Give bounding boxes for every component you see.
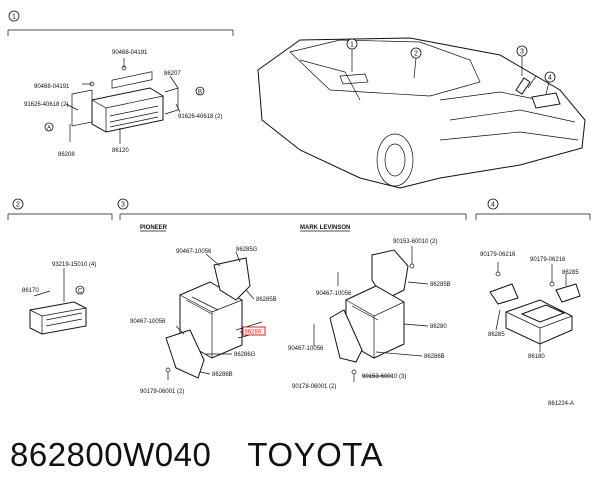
highlighted-part-86280	[242, 326, 266, 336]
svg-text:90468-04191: 90468-04191	[112, 50, 148, 56]
svg-text:86280: 86280	[245, 330, 262, 336]
svg-text:90468-04191: 90468-04191	[34, 84, 70, 90]
svg-text:86207: 86207	[164, 71, 181, 77]
svg-text:93219-15010 (4): 93219-15010 (4)	[52, 262, 96, 268]
head-unit-drawing	[71, 65, 179, 133]
svg-text:86285B: 86285B	[430, 282, 451, 288]
svg-text:3: 3	[520, 49, 524, 56]
svg-text:86286B: 86286B	[212, 372, 233, 378]
svg-text:2: 2	[16, 202, 20, 209]
svg-text:90178-06001 (2): 90178-06001 (2)	[292, 384, 336, 390]
svg-text:86120: 86120	[112, 148, 129, 154]
svg-text:90153-60010 (2): 90153-60010 (2)	[393, 239, 437, 245]
section-4-leaders	[495, 262, 567, 352]
section-1-leaders	[65, 58, 181, 144]
svg-text:86170: 86170	[22, 288, 39, 294]
navigation-ecu	[489, 283, 581, 345]
section-1-labels: 90468-04191 90468-04191 86207 91626-4061…	[24, 50, 222, 158]
levinson-labels: 90153-60010 (2) 86285B 90467-10056 86280…	[288, 239, 451, 390]
svg-text:4: 4	[491, 202, 495, 209]
svg-text:86285G: 86285G	[236, 247, 258, 253]
car-callouts: 1 2 3 4	[346, 38, 556, 95]
section-2-header: 2	[7, 198, 113, 220]
rear-display-unit	[29, 268, 87, 335]
pioneer-leaders	[165, 251, 255, 380]
svg-text:90467-10056: 90467-10056	[176, 249, 212, 255]
section-4-labels: 90179-06216 90179-06216 86285 86285 8618…	[480, 252, 579, 360]
part-number: 862800W040	[10, 436, 212, 473]
svg-text:90153-60010 (3): 90153-60010 (3)	[362, 374, 406, 380]
svg-text:86285: 86285	[562, 270, 579, 276]
svg-text:1: 1	[12, 14, 16, 21]
car-drawing	[257, 37, 586, 189]
svg-text:86286G: 86286G	[234, 352, 256, 358]
section-2-labels: 93219-15010 (4) 86170 C	[22, 262, 96, 295]
svg-text:91626-40618 (2): 91626-40618 (2)	[24, 102, 68, 108]
parts-diagram: 1 90468-04191 90468-04191 86207 91626-40…	[7, 10, 591, 407]
svg-text:90467-10056: 90467-10056	[288, 346, 324, 352]
levinson-leaders	[313, 246, 429, 382]
diagram-id: 861224-A	[548, 401, 574, 407]
svg-text:86280: 86280	[430, 324, 447, 330]
svg-text:A: A	[47, 126, 51, 132]
brand-name: TOYOTA	[247, 436, 383, 473]
svg-text:90179-06216: 90179-06216	[530, 257, 566, 263]
svg-text:86285: 86285	[488, 332, 505, 338]
svg-text:86208: 86208	[58, 152, 75, 158]
svg-text:90179-06001 (2): 90179-06001 (2)	[140, 389, 184, 395]
svg-text:90467-10056: 90467-10056	[130, 319, 166, 325]
pioneer-amplifier	[165, 257, 263, 379]
svg-text:4: 4	[548, 75, 552, 82]
pioneer-heading: PIONEER	[140, 225, 168, 231]
svg-text:2: 2	[414, 51, 418, 58]
part-number-footer: 862800W040 TOYOTA	[10, 436, 419, 474]
svg-text:91626-40618 (2): 91626-40618 (2)	[178, 114, 222, 120]
mark-levinson-amplifier	[329, 249, 409, 363]
mark-levinson-heading: MARK LEVINSON	[300, 225, 350, 231]
svg-text:C: C	[78, 289, 83, 295]
section-4-header: 4	[475, 198, 591, 220]
svg-text:1: 1	[350, 42, 354, 49]
svg-text:86286B: 86286B	[424, 354, 445, 360]
svg-text:90467-10056: 90467-10056	[316, 291, 352, 297]
svg-text:86285B: 86285B	[256, 297, 277, 303]
svg-text:3: 3	[121, 202, 125, 209]
svg-text:86180: 86180	[528, 354, 545, 360]
section-3-header: 3 PIONEER MARK LEVINSON	[117, 198, 467, 232]
svg-text:B: B	[198, 90, 202, 96]
section-1-header: 1	[7, 10, 234, 36]
svg-text:90179-06216: 90179-06216	[480, 252, 516, 258]
pioneer-labels: 90467-10056 86285G 86285B 90467-10056 86…	[130, 247, 277, 395]
